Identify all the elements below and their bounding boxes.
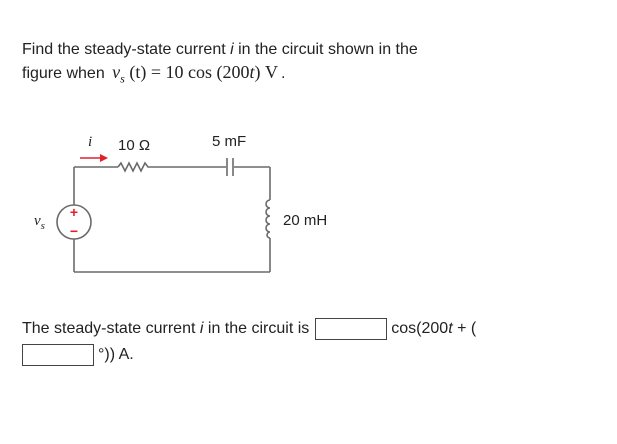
- source-label-var: v: [34, 213, 41, 229]
- inductor-label: 20 mH: [283, 212, 327, 229]
- expr-amplitude: 10: [165, 62, 184, 82]
- inductor: [265, 199, 271, 239]
- amplitude-input[interactable]: [315, 318, 388, 340]
- question-text: Find the steady-state current i in the c…: [22, 39, 582, 90]
- resistor-label: 10 Ω: [118, 137, 150, 154]
- answer-line-2: °)) A.: [22, 342, 602, 368]
- answer-plus-open: + (: [452, 320, 477, 337]
- expr-func-close: ): [254, 62, 261, 82]
- question-line2-prefix: figure when: [22, 65, 105, 82]
- question-end-period: .: [281, 65, 286, 82]
- answer-cos-open: cos(200: [391, 320, 449, 337]
- expr-func: cos: [188, 62, 212, 82]
- question-line-1: Find the steady-state current i in the c…: [22, 39, 582, 61]
- capacitor: [226, 158, 234, 176]
- source-plus-sign: +: [70, 204, 78, 220]
- answer-middle: in the circuit is: [207, 320, 310, 337]
- answer-close: °)) A.: [98, 346, 134, 363]
- expr-eq: =: [150, 62, 161, 82]
- question-line-2: figure when vs (t) = 10 cos (200t) V.: [22, 61, 582, 90]
- question-current-symbol: i: [230, 41, 234, 58]
- answer-line-1: The steady-state current i in the circui…: [22, 316, 602, 342]
- expr-unit: V: [265, 62, 279, 82]
- expr-func-var: t: [249, 62, 255, 82]
- source-minus-sign: −: [70, 223, 78, 239]
- capacitor-label: 5 mF: [212, 133, 246, 150]
- expr-sub: s: [120, 71, 125, 86]
- wires: [73, 166, 271, 273]
- question-middle: in the circuit shown in the: [238, 41, 418, 58]
- expr-var: v: [112, 62, 121, 82]
- voltage-source: + −: [56, 204, 92, 240]
- current-arrow: [80, 154, 108, 162]
- phase-angle-input[interactable]: [22, 344, 94, 366]
- source-label: vs: [34, 213, 45, 232]
- question-prefix: Find the steady-state current: [22, 41, 226, 58]
- answer-current-symbol: i: [199, 320, 204, 337]
- expr-func-open: (200: [216, 62, 250, 82]
- resistor: [117, 161, 150, 173]
- current-label: i: [88, 134, 92, 150]
- source-expression: vs (t) = 10 cos (200t) V: [109, 62, 281, 86]
- source-label-sub: s: [41, 220, 45, 232]
- answer-t: t: [448, 320, 453, 337]
- answer-area: The steady-state current i in the circui…: [22, 316, 602, 368]
- answer-prefix: The steady-state current: [22, 320, 196, 337]
- expr-arg: (t): [129, 62, 147, 82]
